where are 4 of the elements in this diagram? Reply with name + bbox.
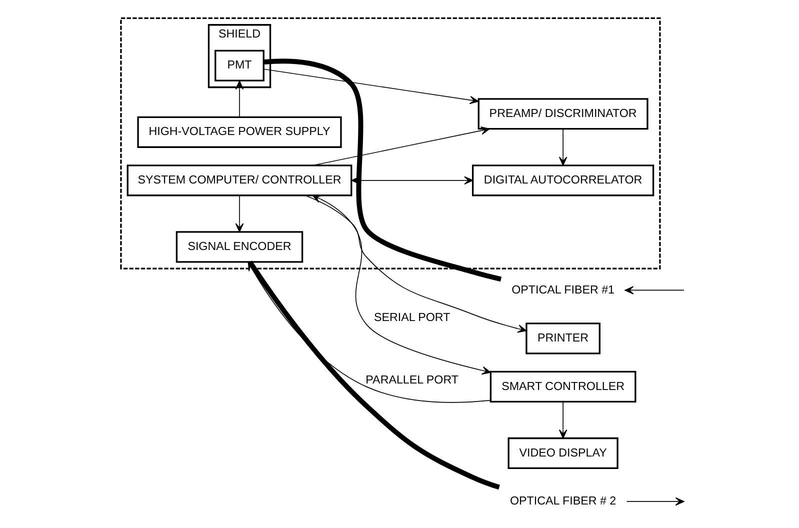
node-text: OPTICAL FIBER #1 [512, 283, 615, 296]
node-text: OPTICAL FIBER # 2 [510, 494, 616, 508]
edge-label: SERIAL PORT [374, 311, 450, 324]
edge-label: PARALLEL PORT [366, 374, 459, 387]
